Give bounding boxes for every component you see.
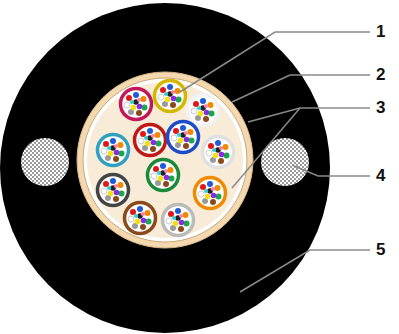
callout-number: 5 [376,240,385,260]
loose-tubes [98,81,234,236]
core-filling [87,82,243,238]
strength-member [21,138,69,186]
callout-number: 3 [376,98,385,118]
callout-number: 4 [376,166,385,186]
tape-layer [77,72,253,248]
callout-number: 2 [376,65,385,85]
inner-sheath [83,78,247,242]
leader-lines [180,32,370,292]
callout-number: 1 [376,22,385,42]
outer-sheath [0,3,330,333]
fibers [101,84,230,232]
